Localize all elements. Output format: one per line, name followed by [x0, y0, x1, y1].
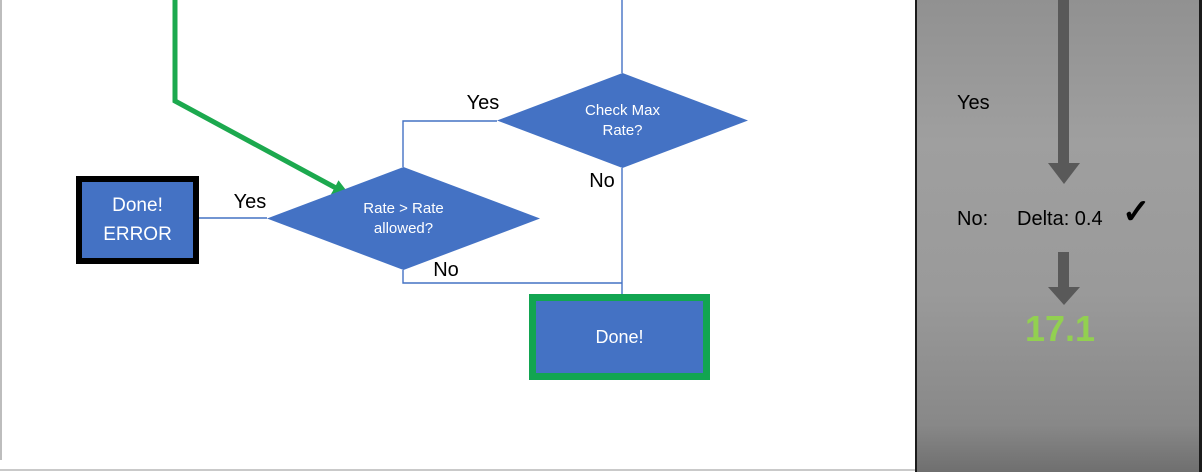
node-check-max-rate-line1: Check Max [584, 101, 661, 119]
node-done-error-line2: ERROR [103, 224, 172, 245]
canvas-bottom-edge [0, 469, 916, 471]
panel-result-value: 17.1 [1025, 308, 1096, 349]
node-check-max-rate-line2: Rate? [602, 121, 643, 139]
panel-down-arrow-bottom-shaft [1058, 252, 1069, 287]
node-rate-allowed-line2: allowed? [373, 219, 434, 237]
node-rate-allowed-line1: Rate > Rate [363, 199, 444, 217]
node-done[interactable]: Done! [529, 294, 710, 380]
edge-label-no-rate-allowed: No [433, 259, 459, 281]
edge-label-no-check-max: No [589, 170, 615, 192]
checkmark-icon: ✓ [1122, 193, 1151, 231]
canvas-left-edge [0, 0, 2, 460]
node-done-label: Done! [595, 326, 644, 347]
node-rate-allowed[interactable]: Rate > Rate allowed? [267, 167, 540, 270]
node-check-max-rate[interactable]: Check Max Rate? [497, 73, 748, 168]
panel-down-arrow-bottom-head [1048, 287, 1080, 305]
panel-delta-value: Delta: 0.4 [1017, 208, 1103, 230]
node-done-error[interactable]: Done! ERROR [76, 176, 199, 264]
side-panel: Yes No: Delta: 0.4 ✓ 17.1 [915, 0, 1202, 472]
panel-yes-label: Yes [957, 92, 990, 114]
panel-down-arrow-top-shaft [1058, 0, 1069, 163]
node-done-error-line1: Done! [112, 195, 163, 216]
connector-checkmax-yes-to-rate [402, 120, 497, 167]
panel-no-label: No: [957, 208, 989, 230]
panel-down-arrow-top-head [1048, 163, 1080, 184]
green-flow-arrow [172, 0, 351, 197]
edge-label-yes-rate-allowed: Yes [233, 191, 267, 213]
edge-label-yes-check-max: Yes [466, 92, 500, 114]
